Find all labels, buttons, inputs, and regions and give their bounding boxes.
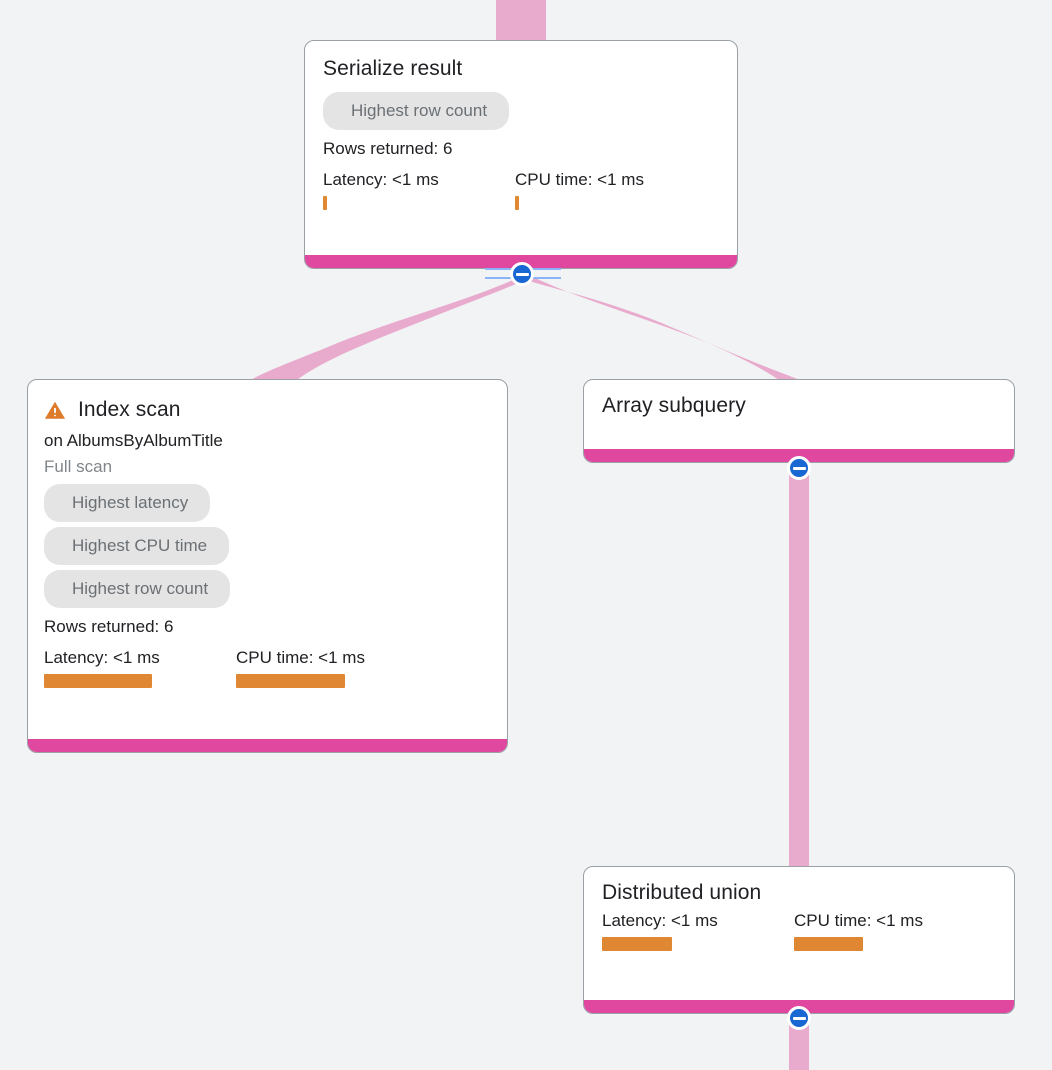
node-body: Index scan on AlbumsByAlbumTitle Full sc… [28,380,507,739]
node-array-subquery[interactable]: Array subquery [583,379,1015,463]
chip-highest-cpu-time: Highest CPU time [44,527,230,566]
rows-returned: Rows returned: 6 [323,139,453,159]
node-distributed-union[interactable]: Distributed union Latency: <1 ms CPU tim… [583,866,1015,1014]
node-title-row: Index scan [44,398,489,422]
node-title-row: Distributed union [602,881,996,905]
collapse-handle-distributed-union[interactable] [787,1006,811,1030]
metric-latency-label: Latency: <1 ms [323,170,439,190]
rows-returned: Rows returned: 6 [44,617,174,637]
collapse-minus-icon [515,272,529,276]
edge-serialize-to-array-subquery [526,276,810,384]
collapse-handle-array-subquery[interactable] [787,456,811,480]
metric-cpu-time-bar [515,196,519,211]
metric-latency-label: Latency: <1 ms [44,648,160,668]
metric-cpu-time: CPU time: <1 ms [236,648,365,689]
node-title: Distributed union [602,881,762,904]
metric-cpu-time: CPU time: <1 ms [794,911,923,952]
node-title: Array subquery [602,394,746,417]
metric-latency-bar [602,937,672,952]
metric-latency: Latency: <1 ms [44,648,236,689]
node-accent-bar [584,449,1014,462]
metric-latency-bar [323,196,327,211]
metrics: Latency: <1 ms CPU time: <1 ms [323,170,719,211]
collapse-minus-icon [792,1016,806,1020]
node-title: Index scan [78,398,181,421]
node-accent-bar [28,739,507,752]
node-body: Distributed union Latency: <1 ms CPU tim… [584,867,1014,1000]
chip-highest-row-count: Highest row count [323,92,510,131]
node-title-row: Array subquery [602,394,996,418]
edge-array-subquery-to-distributed-union [789,460,809,870]
metric-latency: Latency: <1 ms [323,170,515,211]
warning-triangle-icon [44,401,66,419]
edge-serialize-to-index-scan [244,276,530,384]
metric-cpu-time-bar [236,674,345,689]
collapse-handle-serialize-result[interactable] [510,262,534,286]
collapse-minus-icon [792,466,806,470]
metrics: Latency: <1 ms CPU time: <1 ms [44,648,489,689]
chip-list: Highest latency Highest CPU time Highest… [44,479,489,609]
metric-cpu-time-bar [794,937,863,952]
metric-latency-label: Latency: <1 ms [602,911,718,931]
node-index-scan[interactable]: Index scan on AlbumsByAlbumTitle Full sc… [27,379,508,753]
metric-cpu-time: CPU time: <1 ms [515,170,644,211]
node-subtitle: on AlbumsByAlbumTitle [44,431,223,451]
metric-cpu-time-label: CPU time: <1 ms [515,170,644,190]
metric-cpu-time-label: CPU time: <1 ms [794,911,923,931]
chip-highest-latency: Highest latency [44,484,211,523]
chip-list: Highest row count [323,87,719,131]
node-serialize-result[interactable]: Serialize result Highest row count Rows … [304,40,738,269]
chip-highest-row-count: Highest row count [44,570,231,609]
node-body: Serialize result Highest row count Rows … [305,41,737,255]
metric-cpu-time-label: CPU time: <1 ms [236,648,365,668]
node-title-row: Serialize result [323,57,719,81]
node-accent-bar [305,255,737,268]
metrics: Latency: <1 ms CPU time: <1 ms [602,911,996,952]
node-title: Serialize result [323,57,463,80]
node-body: Array subquery [584,380,1014,449]
metric-latency: Latency: <1 ms [602,911,794,952]
metric-latency-bar [44,674,152,689]
node-scan-type: Full scan [44,456,113,476]
